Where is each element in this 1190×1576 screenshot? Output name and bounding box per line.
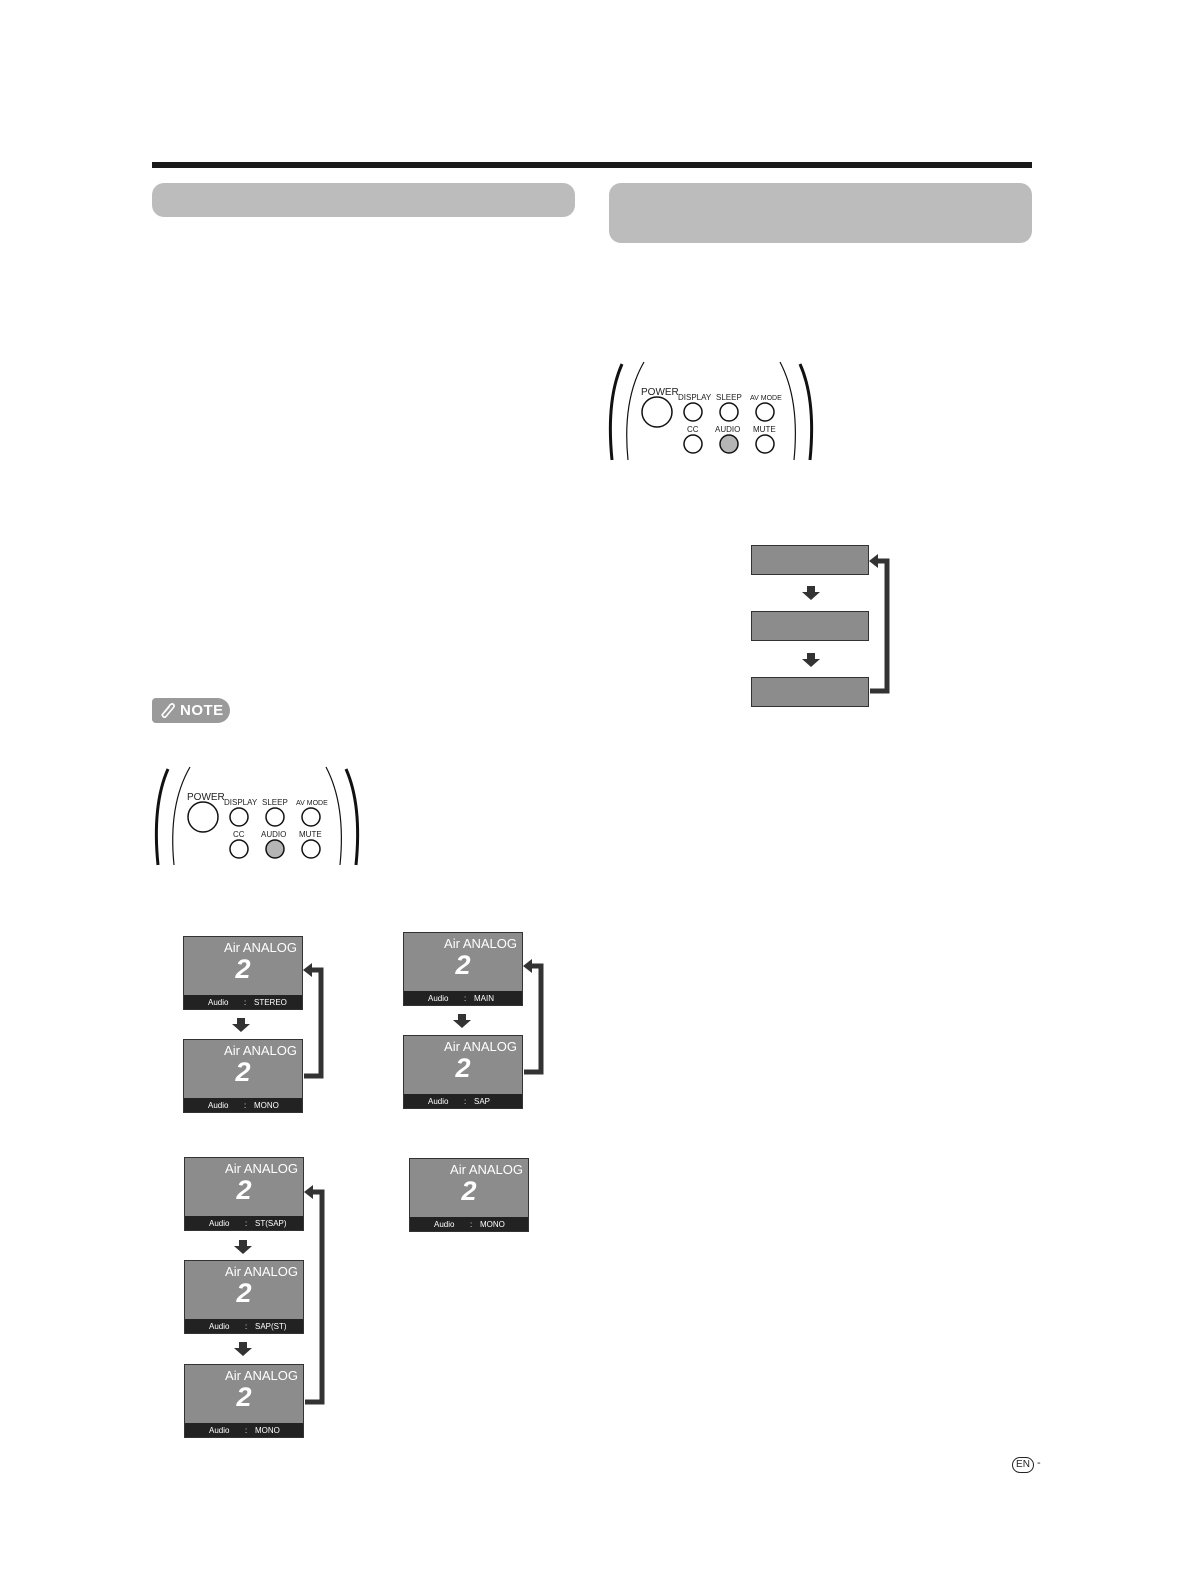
sleep-button[interactable] (265, 807, 285, 827)
osd-audio-bar: Audio:MONO (185, 1423, 303, 1437)
loop-back-arrow-icon (523, 959, 544, 1075)
osd-channel: 2 (461, 1176, 477, 1206)
audio-button[interactable] (265, 839, 285, 859)
osd-source: Air ANALOG (450, 1162, 523, 1177)
language-badge: EN - (1012, 1457, 1042, 1473)
osd-audio-mode: MONO (480, 1220, 505, 1229)
mute-label: MUTE (753, 425, 776, 434)
osd-audio-bar: Audio:MAIN (404, 991, 522, 1005)
power-label: POWER (641, 387, 679, 398)
down-arrow-icon (453, 1014, 471, 1028)
down-arrow-icon (802, 653, 820, 667)
remote-illustration-left: POWER DISPLAY SLEEP AV MODE CC AUDIO MUT… (150, 765, 380, 866)
flow-box (751, 611, 869, 641)
cc-button[interactable] (229, 839, 249, 859)
display-button[interactable] (683, 402, 703, 422)
osd-audio-bar: Audio:ST(SAP) (185, 1216, 303, 1230)
osd-channel: 2 (455, 950, 471, 980)
flow-box (751, 545, 869, 575)
loop-back-arrow-icon (303, 963, 324, 1079)
osd-audio-bar: Audio:STEREO (184, 995, 302, 1009)
audio-label: AUDIO (715, 425, 740, 434)
display-label: DISPLAY (224, 798, 258, 807)
osd-audio-mode: MONO (255, 1426, 280, 1435)
av-mode-label: AV MODE (296, 800, 328, 807)
osd-source: Air ANALOG (225, 1368, 298, 1383)
header-rule (152, 162, 1032, 168)
power-button[interactable] (187, 801, 219, 833)
display-button[interactable] (229, 807, 249, 827)
down-arrow-icon (234, 1342, 252, 1356)
osd-channel: 2 (235, 954, 251, 984)
osd-screen-sap: Air ANALOG 2 Audio:SAP (403, 1035, 523, 1109)
av-mode-label: AV MODE (750, 395, 782, 402)
down-arrow-icon (232, 1018, 250, 1032)
flow-box (751, 677, 869, 707)
osd-channel: 2 (236, 1175, 252, 1205)
right-section-title-bar (609, 183, 1032, 243)
down-arrow-icon (234, 1240, 252, 1254)
cc-label: CC (687, 425, 699, 434)
osd-audio-mode: MONO (254, 1101, 279, 1110)
osd-audio-mode: STEREO (254, 998, 287, 1007)
osd-screen-st-sap: Air ANALOG 2 Audio:ST(SAP) (184, 1157, 304, 1231)
paperclip-icon (161, 703, 175, 719)
osd-audio-bar: Audio:SAP (404, 1094, 522, 1108)
av-mode-button[interactable] (301, 807, 321, 827)
osd-channel: 2 (455, 1053, 471, 1083)
audio-button[interactable] (719, 434, 739, 454)
mute-button[interactable] (755, 434, 775, 454)
osd-audio-mode: SAP(ST) (255, 1322, 287, 1331)
cc-button[interactable] (683, 434, 703, 454)
osd-screen-mono-c: Air ANALOG 2 Audio:MONO (184, 1364, 304, 1438)
osd-screen-sap-st: Air ANALOG 2 Audio:SAP(ST) (184, 1260, 304, 1334)
osd-screen-mono-d: Air ANALOG 2 Audio:MONO (409, 1158, 529, 1232)
cc-label: CC (233, 830, 245, 839)
en-badge: EN (1012, 1457, 1034, 1473)
osd-audio-bar: Audio:SAP(ST) (185, 1319, 303, 1333)
left-section-title-bar (152, 183, 575, 217)
osd-source: Air ANALOG (224, 1043, 297, 1058)
osd-audio-mode: MAIN (474, 994, 494, 1003)
osd-channel: 2 (236, 1382, 252, 1412)
remote-illustration-right: POWER DISPLAY SLEEP AV MODE CC AUDIO MUT… (604, 360, 834, 461)
osd-screen-stereo: Air ANALOG 2 Audio:STEREO (183, 936, 303, 1010)
power-button[interactable] (641, 396, 673, 428)
osd-source: Air ANALOG (225, 1264, 298, 1279)
mute-button[interactable] (301, 839, 321, 859)
osd-screen-main: Air ANALOG 2 Audio:MAIN (403, 932, 523, 1006)
osd-screen-mono: Air ANALOG 2 Audio:MONO (183, 1039, 303, 1113)
osd-source: Air ANALOG (444, 1039, 517, 1054)
sleep-label: SLEEP (262, 798, 288, 807)
osd-source: Air ANALOG (224, 940, 297, 955)
osd-audio-bar: Audio:MONO (184, 1098, 302, 1112)
osd-audio-mode: SAP (474, 1097, 491, 1106)
av-mode-button[interactable] (755, 402, 775, 422)
osd-channel: 2 (236, 1278, 252, 1308)
down-arrow-icon (802, 586, 820, 600)
note-badge: NOTE (152, 698, 230, 723)
osd-audio-mode: ST(SAP) (255, 1219, 287, 1228)
audio-label: AUDIO (261, 830, 286, 839)
loop-back-arrow-icon (304, 1185, 325, 1405)
sleep-label: SLEEP (716, 393, 742, 402)
osd-source: Air ANALOG (225, 1161, 298, 1176)
page-dash: - (1037, 1457, 1041, 1469)
display-label: DISPLAY (678, 393, 712, 402)
osd-channel: 2 (235, 1057, 251, 1087)
osd-audio-bar: Audio:MONO (410, 1217, 528, 1231)
mute-label: MUTE (299, 830, 322, 839)
osd-source: Air ANALOG (444, 936, 517, 951)
loop-back-arrow-icon (869, 554, 890, 694)
sleep-button[interactable] (719, 402, 739, 422)
note-label: NOTE (180, 702, 224, 719)
power-label: POWER (187, 792, 225, 803)
